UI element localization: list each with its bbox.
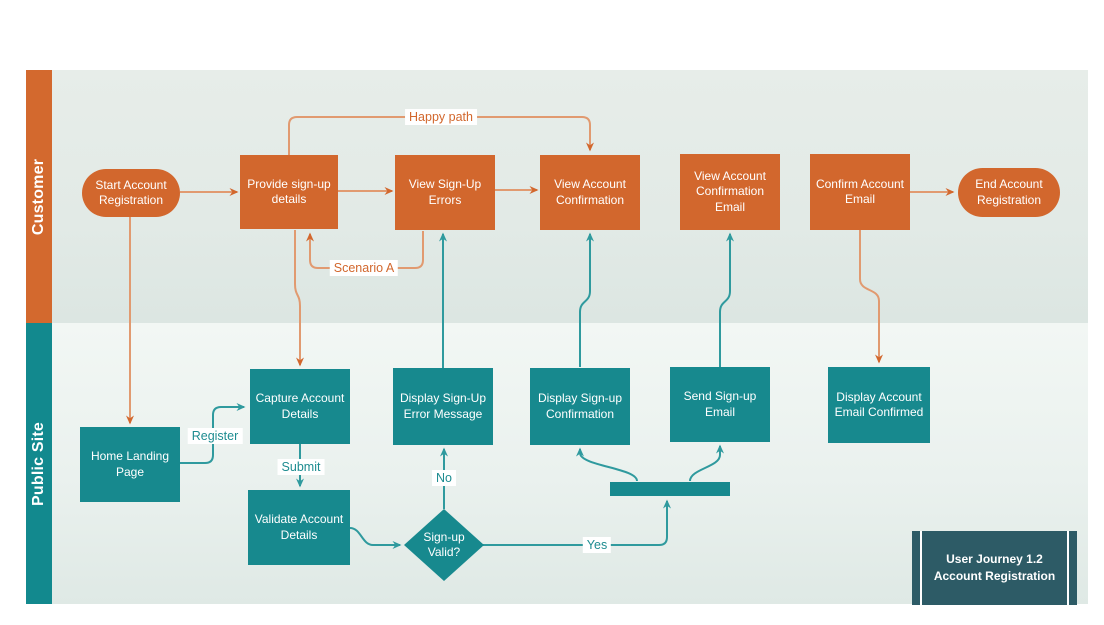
node-label: View Account Confirmation Email: [694, 168, 766, 214]
node-label: View Sign-Up Errors: [408, 177, 482, 207]
node-label: Send Sign-up Email: [683, 389, 757, 419]
lane-label-customer: Customer: [30, 158, 47, 235]
node-display-sign-up-confirmation[interactable]: Display Sign-up Confirmation: [530, 368, 630, 445]
node-validate-account-details[interactable]: Validate Account Details: [248, 490, 350, 565]
title-block-left-line: [920, 531, 922, 605]
node-send-sign-up-email[interactable]: Send Sign-up Email: [670, 367, 770, 442]
node-label: Start Account Registration: [95, 177, 167, 207]
diagram-title-block[interactable]: User Journey 1.2 Account Registration: [912, 531, 1077, 605]
node-label: Display Account Email Confirmed: [834, 389, 924, 419]
edge-label-submit: Submit: [277, 459, 325, 475]
node-label: Display Sign-up Confirmation: [537, 391, 623, 421]
node-display-sign-up-error-message[interactable]: Display Sign-Up Error Message: [393, 368, 493, 445]
node-fork-bar[interactable]: [610, 482, 730, 496]
node-label: Home Landing Page: [90, 449, 170, 479]
node-label: View Account Confirmation: [554, 177, 626, 207]
node-label: Validate Account Details: [254, 512, 344, 542]
title-block-right-line: [1067, 531, 1069, 605]
edge-label-yes: Yes: [582, 537, 612, 553]
node-label: Display Sign-Up Error Message: [399, 391, 487, 421]
edge-label-register: Register: [187, 428, 243, 444]
edge-label-happy-path: Happy path: [405, 109, 477, 125]
node-label: Confirm Account Email: [815, 176, 905, 206]
edge-label-scenario-a: Scenario A: [329, 260, 399, 276]
node-end-account-registration[interactable]: End Account Registration: [958, 168, 1060, 217]
node-label: Capture Account Details: [255, 391, 345, 421]
node-label: Sign-up Valid?: [423, 529, 465, 559]
lane-label-public-site: Public Site: [30, 421, 47, 506]
title-block-line1: User Journey 1.2: [946, 551, 1043, 566]
node-start-account-registration[interactable]: Start Account Registration: [82, 169, 180, 217]
node-home-landing-page[interactable]: Home Landing Page: [80, 427, 180, 502]
node-label: Provide sign-up details: [247, 176, 331, 206]
node-display-account-email-confirmed[interactable]: Display Account Email Confirmed: [828, 367, 930, 443]
node-capture-account-details[interactable]: Capture Account Details: [250, 369, 350, 444]
node-confirm-account-email[interactable]: Confirm Account Email: [810, 154, 910, 230]
node-label: End Account Registration: [975, 177, 1043, 207]
node-provide-sign-up-details[interactable]: Provide sign-up details: [240, 155, 338, 229]
node-view-account-confirmation[interactable]: View Account Confirmation: [540, 155, 640, 230]
lane-header-customer: Customer: [26, 70, 52, 323]
title-block-text: User Journey 1.2 Account Registration: [934, 551, 1055, 586]
edge-label-no: No: [432, 470, 456, 486]
title-block-line2: Account Registration: [933, 569, 1056, 583]
node-view-account-confirmation-email[interactable]: View Account Confirmation Email: [680, 154, 780, 230]
lane-header-public-site: Public Site: [26, 323, 52, 604]
node-view-sign-up-errors[interactable]: View Sign-Up Errors: [395, 155, 495, 230]
